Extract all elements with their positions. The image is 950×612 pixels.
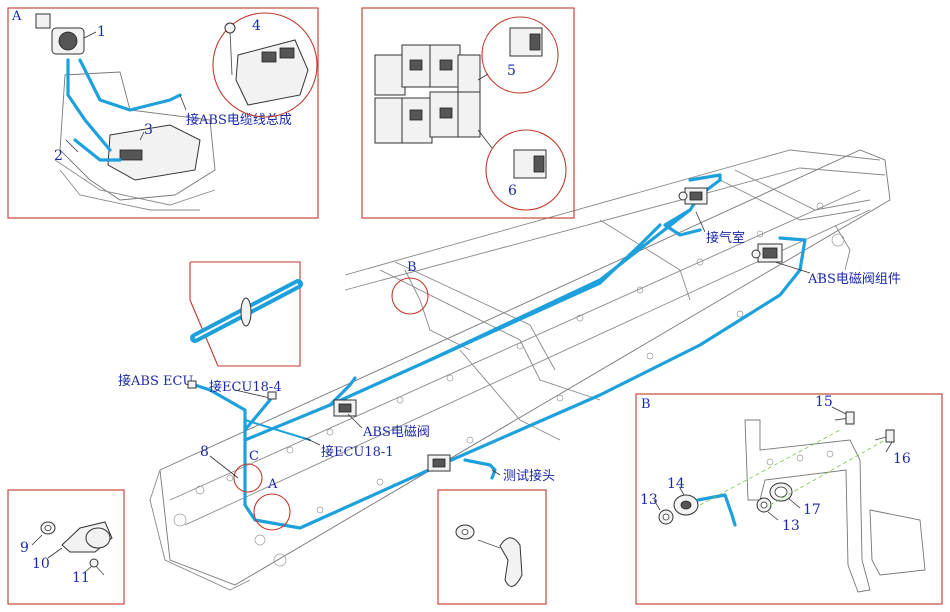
part-number-13-left: 13	[640, 492, 658, 508]
part-number-5: 5	[507, 63, 516, 79]
main-labels: 接气室 ABS电磁阀组件 接ABS ECU 接ECU18-4 ABS电磁阀 接E…	[118, 211, 901, 492]
chassis-frame	[149, 149, 891, 591]
callout-c-circle	[233, 463, 263, 493]
label-ecu18-1: 接ECU18-1	[321, 444, 394, 460]
frame-holes	[173, 202, 824, 567]
label-abs-harness: 接ABS电缆线总成	[186, 112, 292, 128]
part-number-16: 16	[893, 451, 911, 467]
label-ecu18-4: 接ECU18-4	[209, 379, 282, 395]
panel-connectors: 5 6	[361, 7, 575, 219]
connector-stack	[374, 44, 481, 144]
part-number-6: 6	[508, 183, 517, 199]
abs-valve-assembly	[751, 243, 783, 263]
panel-clamp-parts: 9 10 11	[7, 489, 125, 605]
panel-b-label: B	[641, 397, 651, 412]
part-number-2: 2	[54, 148, 63, 164]
label-air-chamber: 接气室	[706, 230, 745, 246]
part-number-1: 1	[97, 24, 106, 40]
part-number-11: 11	[72, 570, 90, 586]
abs-valve-front	[333, 399, 357, 417]
part-number-9: 9	[20, 540, 29, 556]
label-abs-valve: ABS电磁阀	[362, 425, 430, 440]
detail-4-circle	[212, 12, 318, 118]
part-number-4: 4	[252, 18, 261, 34]
panel-a: A 1 2 3 接ABS电缆线总成 4	[7, 7, 319, 219]
panel-a-label: A	[11, 9, 22, 24]
detail-6-circle	[485, 129, 567, 211]
callout-b-circle	[391, 277, 429, 315]
callout-c-label: C	[249, 449, 259, 464]
detail-5-circle	[481, 16, 559, 94]
label-test-connector: 测试接头	[503, 468, 555, 484]
label-abs-ecu: 接ABS ECU	[118, 373, 193, 389]
part-number-13-right: 13	[782, 518, 800, 534]
ecu-module-4	[235, 39, 309, 106]
panel-clamp-detail	[189, 261, 303, 367]
abs-ecu-3	[107, 124, 201, 181]
callout-a-circle	[253, 493, 291, 531]
part-number-15: 15	[815, 394, 833, 410]
callout-a-label: A	[267, 477, 278, 492]
part-number-10: 10	[32, 556, 50, 572]
part-number-17: 17	[803, 502, 821, 518]
part-number-8: 8	[200, 444, 209, 460]
label-abs-valve-assembly: ABS电磁阀组件	[807, 272, 901, 287]
part-number-14: 14	[667, 476, 685, 492]
test-connector-valve	[427, 454, 451, 472]
panel-test-connector-detail	[437, 489, 547, 605]
part-number-3: 3	[144, 122, 153, 138]
callout-b-label: B	[407, 260, 417, 275]
abs-valve-rear	[678, 187, 708, 205]
panel-b: B 15 16 14 13 1	[635, 393, 943, 605]
